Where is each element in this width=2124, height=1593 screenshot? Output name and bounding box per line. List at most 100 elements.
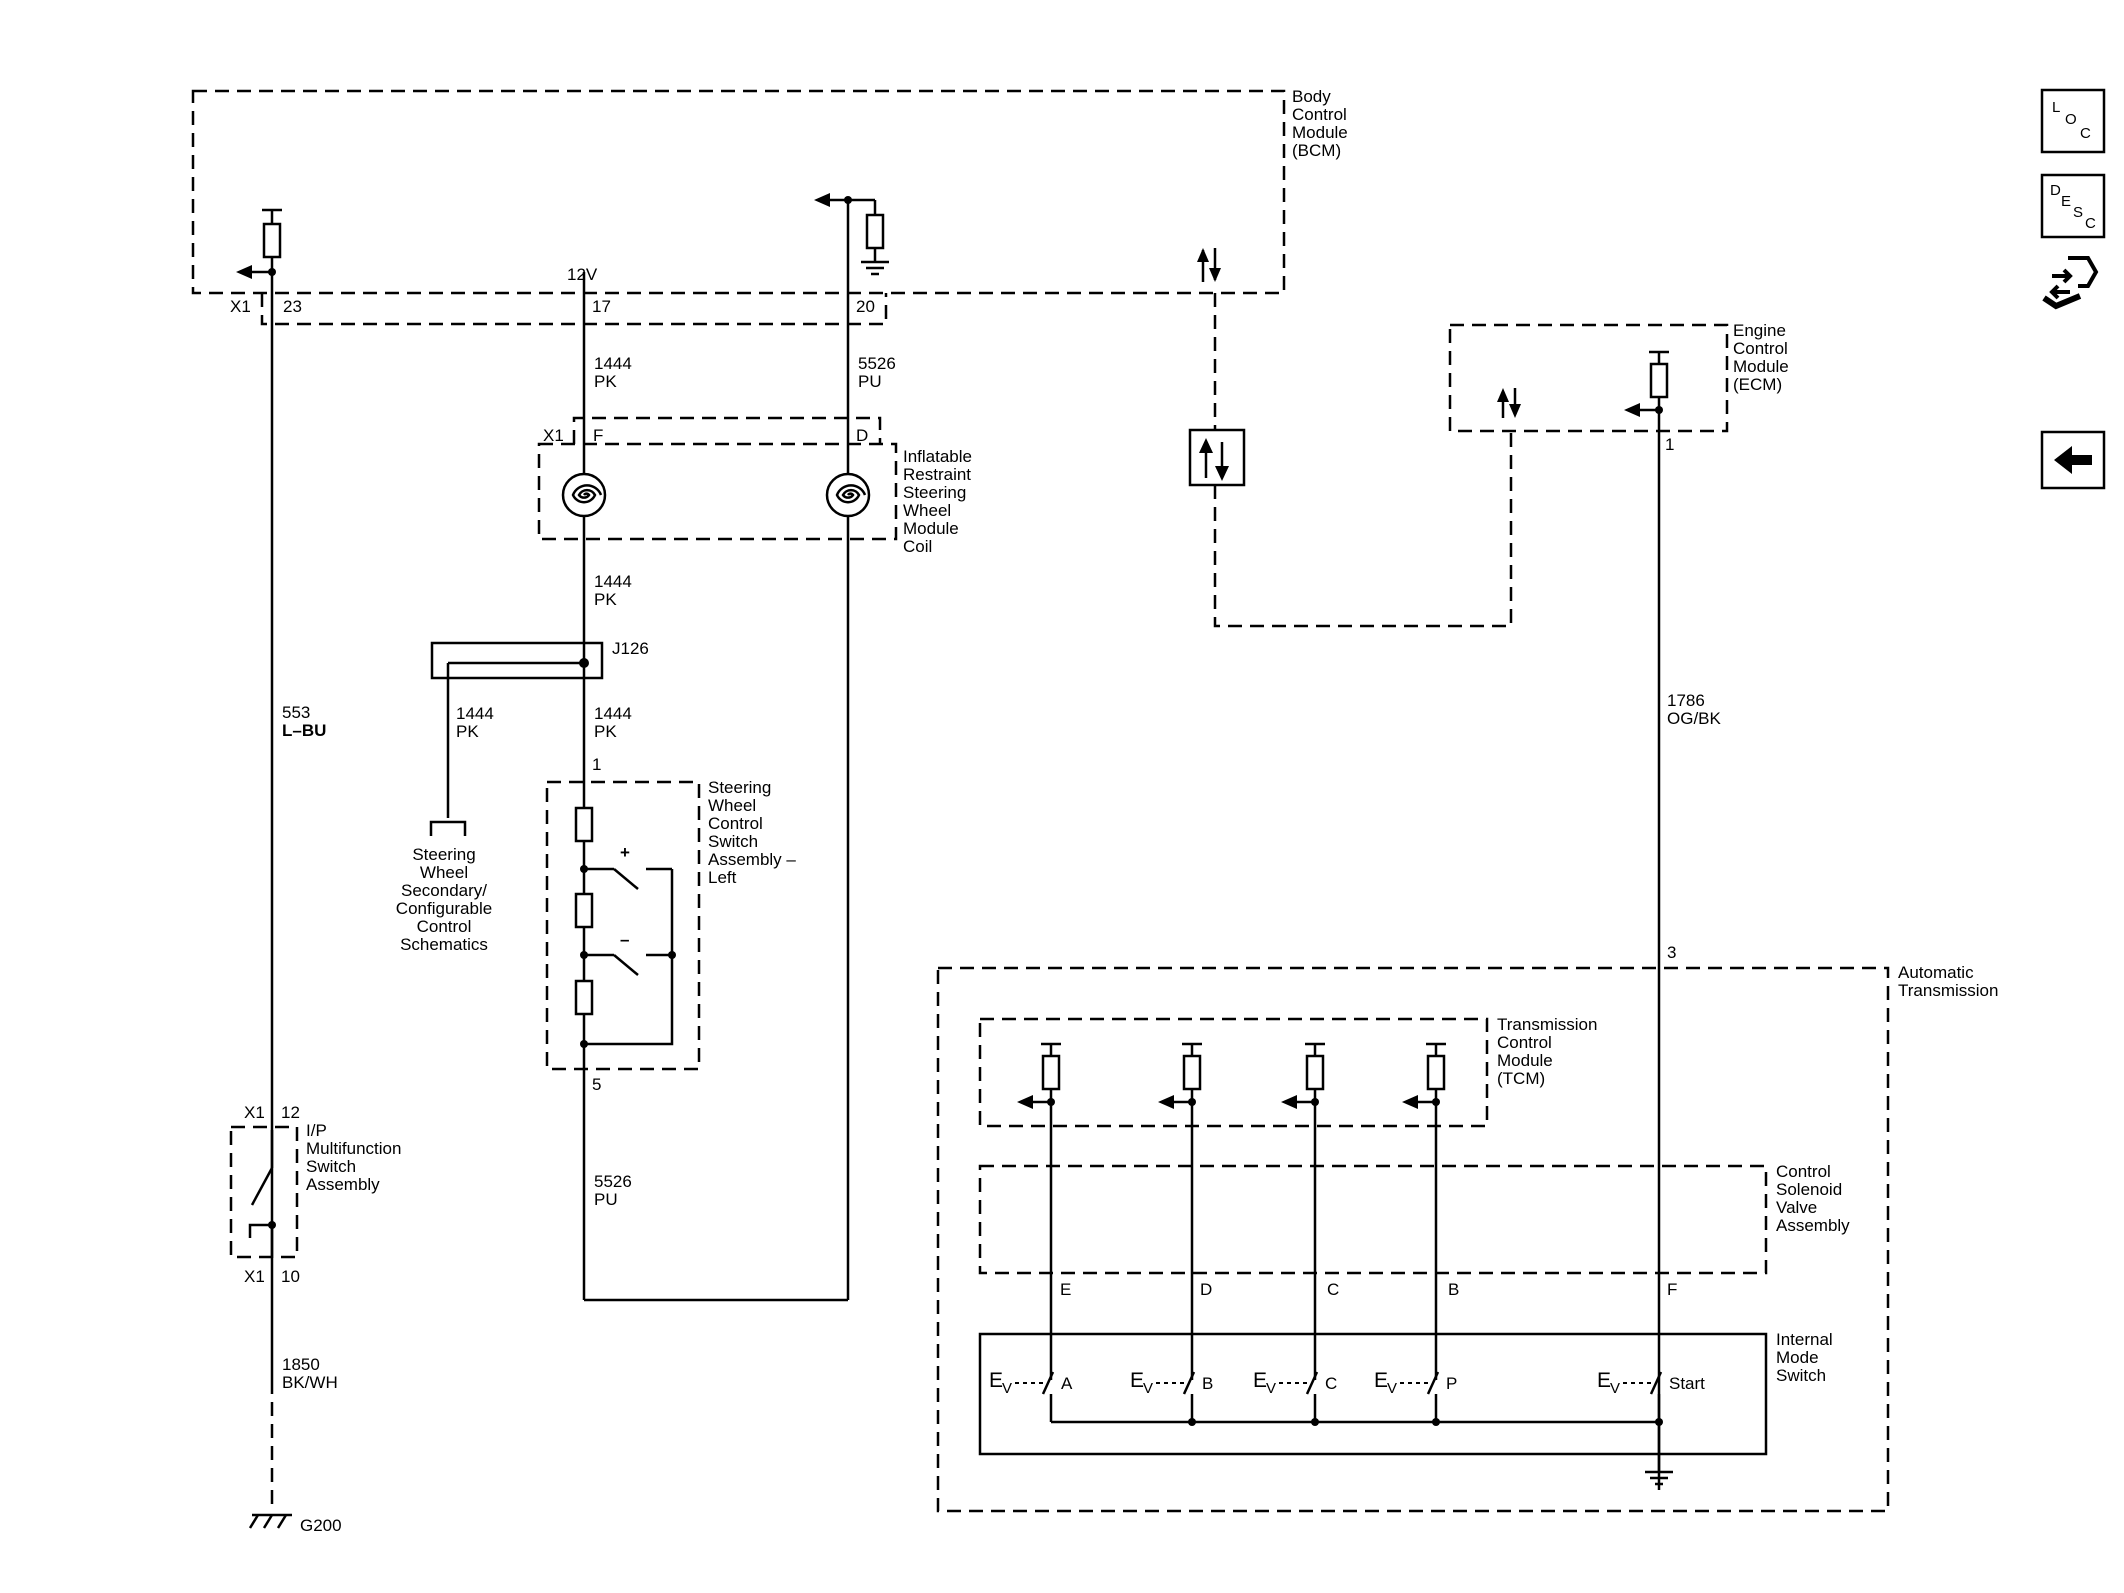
pin-23-label: 23 [283,297,302,316]
csva-pin-f-label: F [1667,1280,1677,1299]
swc-label-4: Switch [708,832,758,851]
ip-switch-label-2: Multifunction [306,1139,401,1158]
desc-letter-d: D [2050,182,2061,199]
swc-pin-5-label: 5 [592,1075,601,1094]
tcm-resistor [1182,1054,1202,1091]
pin-20-label: 20 [856,297,875,316]
wire-1444-color-c: PK [594,722,617,741]
ims-label-1: Internal [1776,1330,1833,1349]
wire-5526-color-a: PU [858,372,882,391]
ims-label-2: Mode [1776,1348,1819,1367]
swc-pin-1-label: 1 [592,755,601,774]
switch-blade [1426,1371,1440,1395]
wire-1444-number-b: 1444 [594,572,632,591]
control-solenoid-valve-assembly: Control Solenoid Valve Assembly E D C B … [978,1162,1850,1299]
desc-letter-s: S [2073,204,2083,221]
coil-label-3: Steering [903,483,966,502]
coil-label-6: Coil [903,537,932,556]
ev-actuator-sub: V [1002,1380,1012,1397]
junction-dot [1432,1418,1440,1426]
wire-5526-number-b: 5526 [594,1172,632,1191]
ground-g200-label: G200 [300,1516,342,1535]
steering-wheel-coil: X1 F D Inflatable Restraint Steering Whe… [537,416,972,556]
ims-switch-label: A [1061,1374,1073,1393]
csva-pin-d-label: D [1200,1280,1212,1299]
reference-label-1: Steering [412,845,475,864]
ev-actuator-label: E [1597,1369,1611,1392]
ip-multifunction-switch: X1 12 I/P Multifunction Switch Assembly … [229,1103,401,1286]
connector-x1-coil-label: X1 [543,426,564,445]
circuit-1444: 1444 PK 1444 PK 1444 PK [582,272,632,1300]
wire-1444-color-d: PK [456,722,479,741]
input-arrow-icon [1624,403,1640,417]
ecm-label-4: (ECM) [1733,375,1782,394]
desc-letter-c: C [2085,215,2096,232]
loc-letter-o: O [2065,111,2077,128]
coil-label-1: Inflatable [903,447,972,466]
tcm-module: Transmission Control Module (TCM) [978,1015,1597,1128]
input-arrow-icon [814,193,830,207]
splice-j126: J126 1444 PK [429,639,649,836]
ground-g200: G200 [248,1513,342,1535]
wire-1444-number-c: 1444 [594,704,632,723]
wire-1444-number-a: 1444 [594,354,632,373]
location-button[interactable]: L O C [2040,88,2106,154]
coil-label-4: Wheel [903,501,951,520]
wire-5526-number-a: 5526 [858,354,896,373]
pin-12-label: 12 [281,1103,300,1122]
swc-label-3: Control [708,814,763,833]
loc-letter-l: L [2052,99,2060,116]
switch-minus-label: – [620,930,629,949]
reference-steering-wheel-secondary: Steering Wheel Secondary/ Configurable C… [396,845,492,954]
switch-blade [1041,1371,1055,1395]
back-button[interactable] [2040,430,2106,490]
csva-pin-c-label: C [1327,1280,1339,1299]
swc-label-6: Left [708,868,737,887]
navigation-panel: L O C D E S C [2040,88,2106,490]
bcm-label-1: Body [1292,87,1331,106]
pin-10-label: 10 [281,1267,300,1286]
bcm-connector-x1: X1 23 17 20 [230,293,888,326]
loc-letter-c: C [2080,125,2091,142]
circuit-1786: 1786 OG/BK 3 [1657,410,1722,1490]
wire-1850-number: 1850 [282,1355,320,1374]
coil-label-5: Module [903,519,959,538]
coil-label-2: Restraint [903,465,971,484]
pin-d-label: D [856,426,868,445]
switch-blade [1305,1371,1319,1395]
ecm-label-3: Module [1733,357,1789,376]
auto-trans-label-2: Transmission [1898,981,1998,1000]
tcm-resistor [1426,1054,1446,1091]
wire-553-color: L–BU [282,721,326,740]
junction-dot [1655,1418,1663,1426]
tcm-resistor [1305,1054,1325,1091]
ecm-label-1: Engine [1733,321,1786,340]
junction-dot [1188,1418,1196,1426]
ims-switch-label: Start [1669,1374,1705,1393]
csva-label-3: Valve [1776,1198,1817,1217]
reference-label-3: Secondary/ [401,881,487,900]
ims-switch-label: C [1325,1374,1337,1393]
input-arrow-icon [236,265,252,279]
ims-label-3: Switch [1776,1366,1826,1385]
reference-label-2: Wheel [420,863,468,882]
serial-data-icon [1497,388,1521,418]
connector-icon[interactable] [2042,256,2099,310]
wire-553-number: 553 [282,703,310,722]
connector-x1-10-label: X1 [244,1267,265,1286]
auto-trans-label-1: Automatic [1898,963,1974,982]
ip-switch-label-3: Switch [306,1157,356,1176]
tcm-label-1: Transmission [1497,1015,1597,1034]
description-button[interactable]: D E S C [2040,173,2106,239]
ev-actuator-sub: V [1610,1380,1620,1397]
ev-actuator-label: E [1130,1369,1144,1392]
ecm-label-2: Control [1733,339,1788,358]
ecm-module: Engine Control Module (ECM) 1 [1448,321,1789,454]
wire-1786-color: OG/BK [1667,709,1722,728]
tcm-label-3: Module [1497,1051,1553,1070]
switch-blade [1182,1371,1196,1395]
junction-dot [1311,1418,1319,1426]
csva-label-4: Assembly [1776,1216,1850,1235]
desc-letter-e: E [2061,193,2071,210]
